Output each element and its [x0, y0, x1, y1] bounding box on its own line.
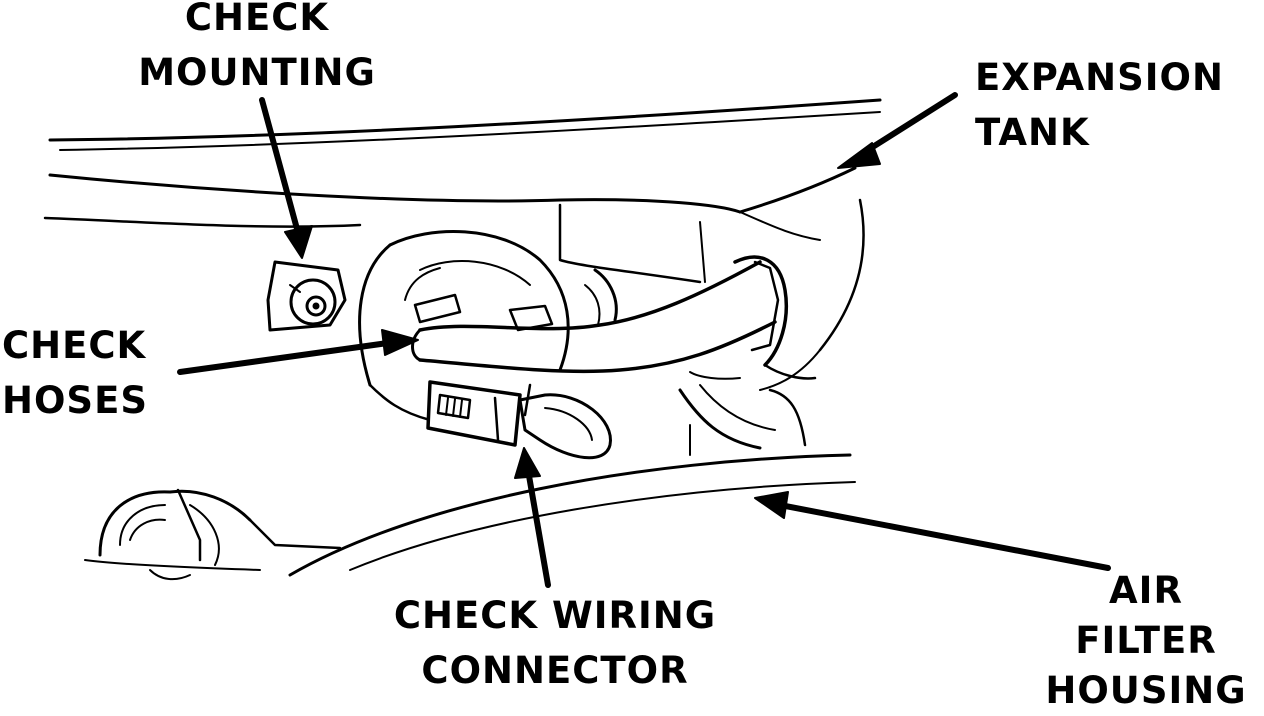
lower-housing	[368, 383, 807, 456]
label-air-filter-housing-line1: AIR	[1109, 569, 1183, 612]
arrow-mounting	[259, 97, 303, 243]
arrow-expansion-tank	[857, 92, 958, 158]
arrow-expansion-tank-head	[837, 142, 881, 169]
air-filter-housing	[84, 453, 856, 581]
label-expansion-tank-line2: TANK	[975, 111, 1090, 154]
arrow-wiring	[525, 467, 551, 588]
label-check-hoses: CHECK HOSES	[2, 318, 202, 428]
arrow-mounting-head	[284, 225, 313, 259]
label-check-mounting-line1: CHECK	[184, 0, 330, 39]
arrow-hoses-head	[381, 329, 419, 356]
label-air-filter-housing: AIR FILTER HOUSING	[1030, 566, 1262, 716]
label-check-hoses-line1: CHECK	[2, 324, 147, 367]
arrow-air-filter-head	[754, 491, 789, 519]
label-check-wiring-connector-line1: CHECK WIRING	[393, 594, 717, 637]
label-air-filter-housing-line3: HOUSING	[1045, 669, 1247, 712]
arrow-hoses	[177, 339, 398, 375]
wiring-connector	[426, 380, 612, 460]
round-component	[358, 230, 618, 387]
label-check-wiring-connector: CHECK WIRING CONNECTOR	[365, 588, 745, 698]
label-check-mounting-line2: MOUNTING	[138, 51, 376, 94]
label-check-hoses-line2: HOSES	[2, 379, 148, 422]
label-check-wiring-connector-line2: CONNECTOR	[421, 649, 689, 692]
expansion-tank	[43, 98, 882, 391]
label-expansion-tank-line1: EXPANSION	[975, 56, 1224, 99]
label-check-mounting: CHECK MOUNTING	[112, 0, 402, 100]
arrow-wiring-head	[514, 447, 541, 479]
mounting-bolt	[266, 260, 347, 332]
coolant-hose	[411, 255, 817, 380]
label-expansion-tank: EXPANSION TANK	[975, 50, 1260, 160]
arrow-air-filter	[777, 502, 1111, 571]
label-air-filter-housing-line2: FILTER	[1075, 619, 1217, 662]
callout-arrows	[177, 92, 1111, 588]
